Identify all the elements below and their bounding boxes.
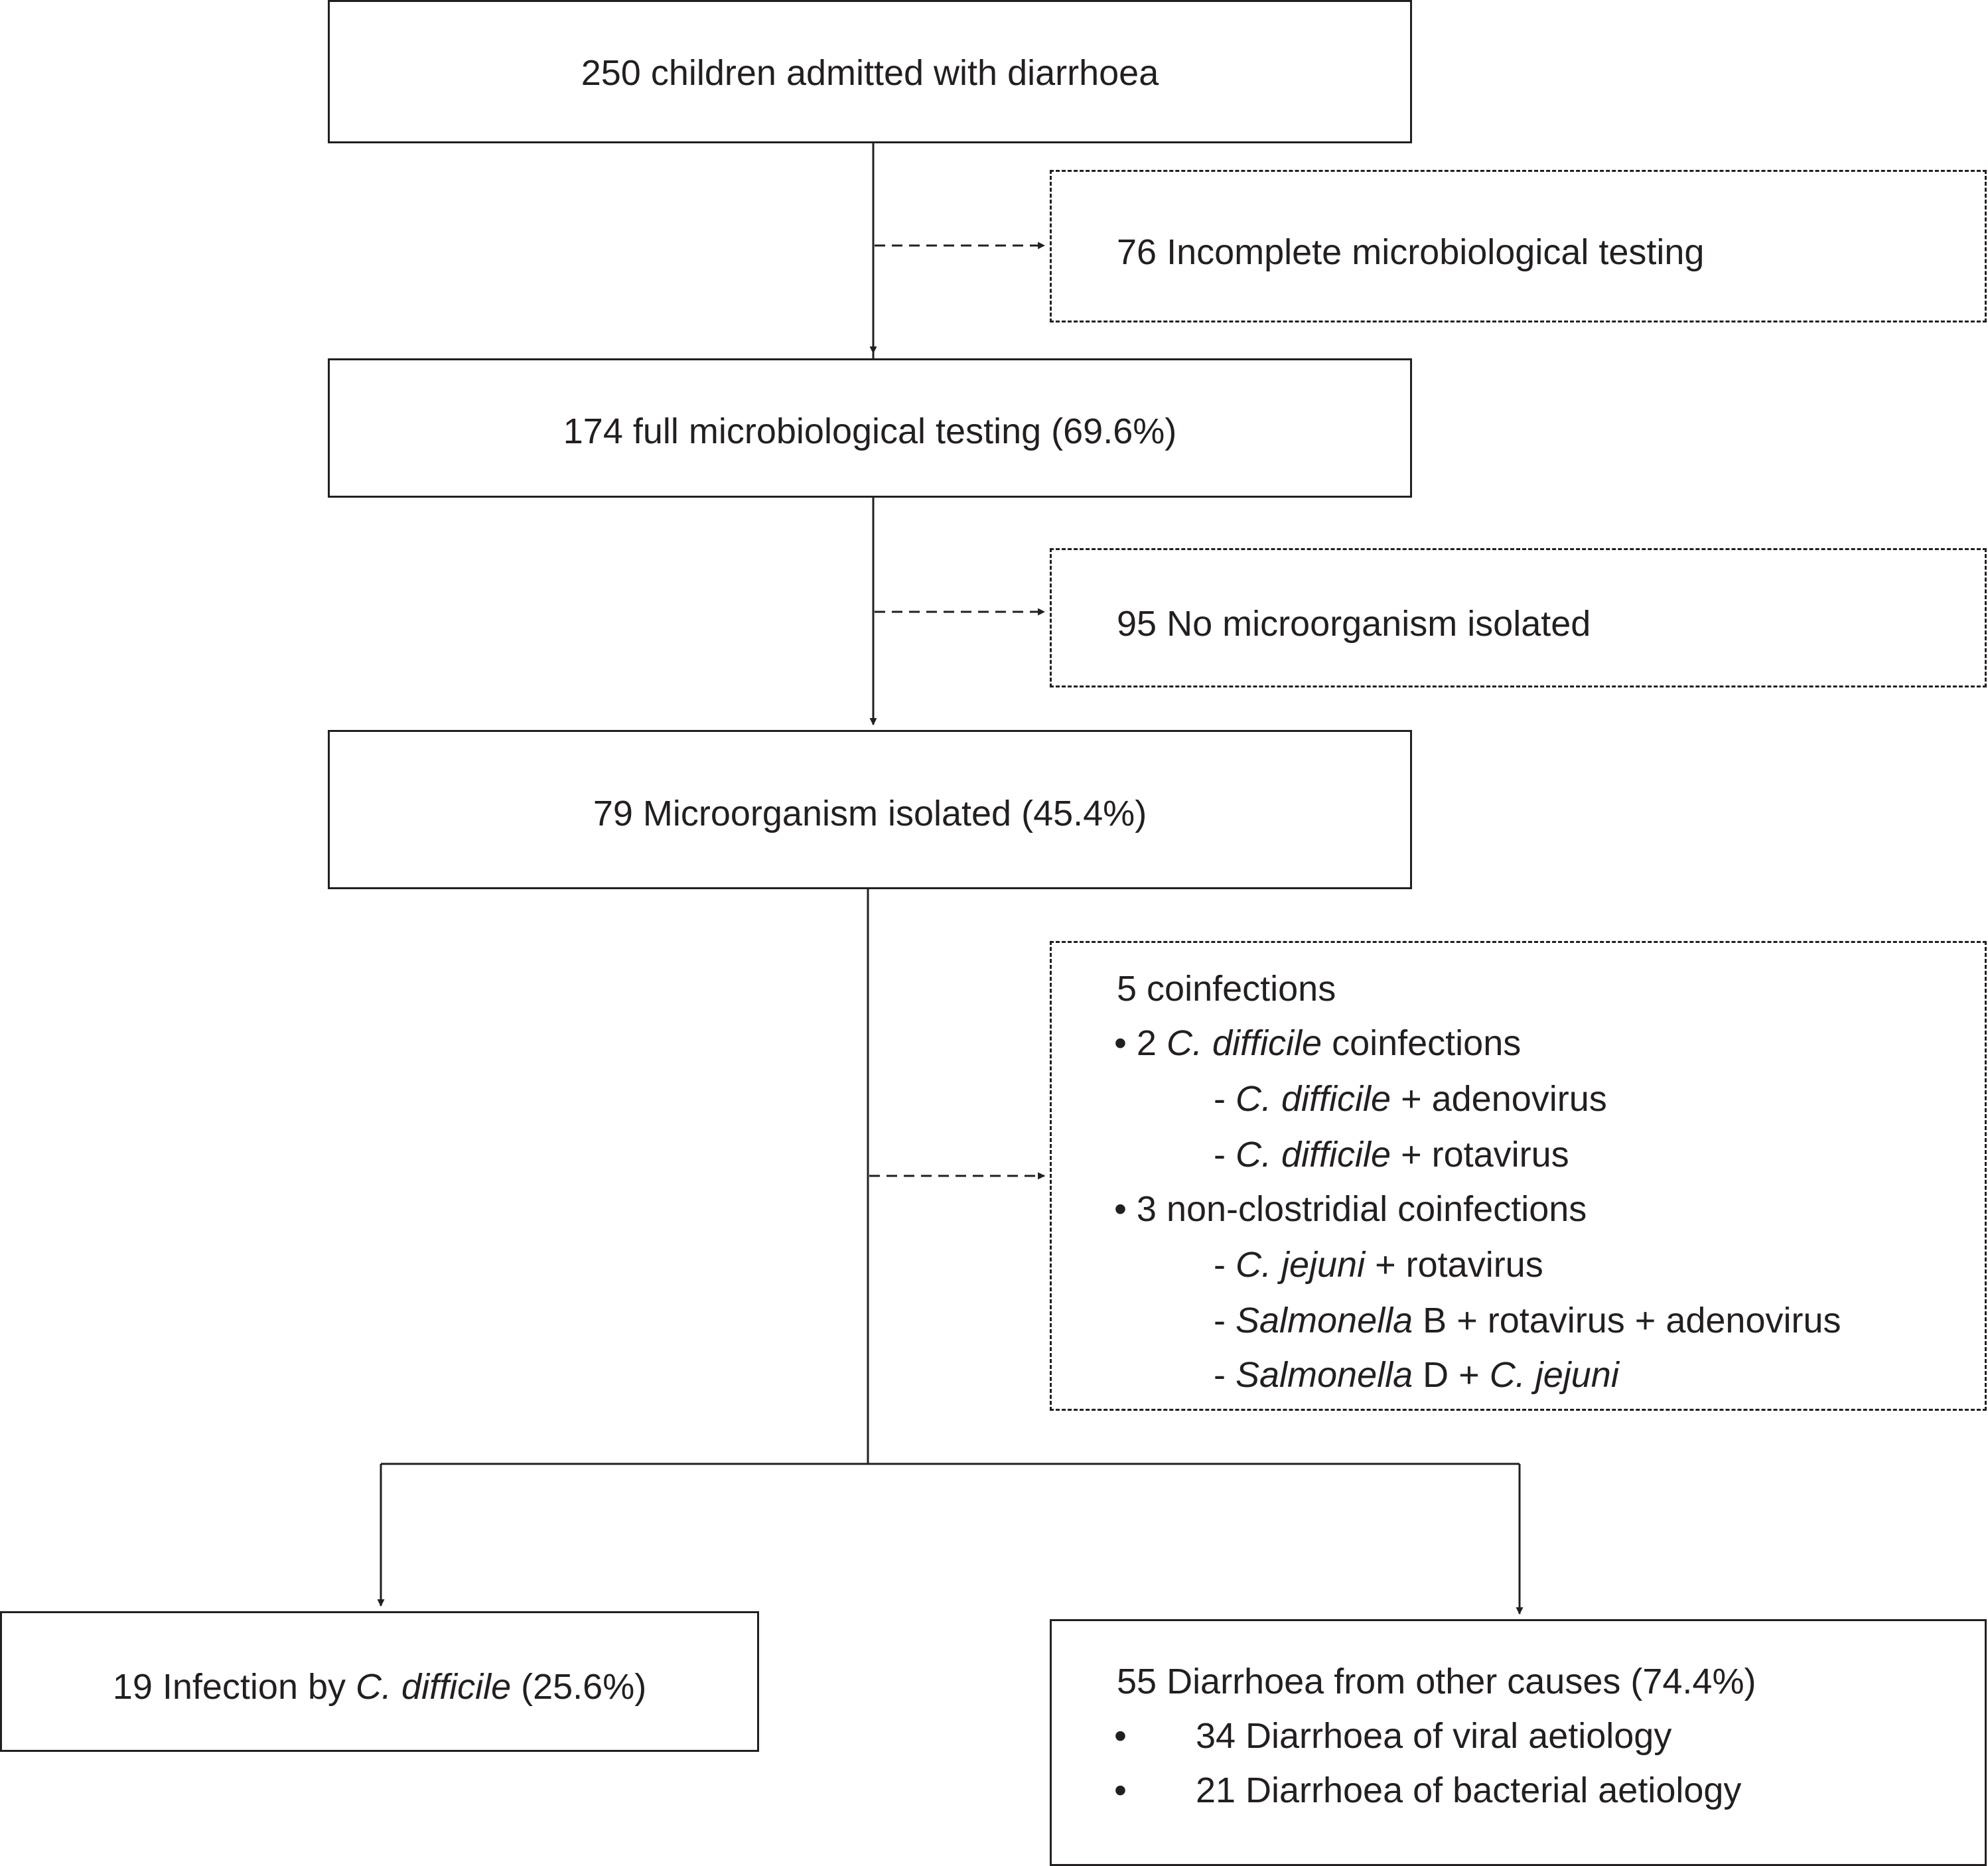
box-no-organism: 95 No microorganism isolated: [1050, 548, 1987, 687]
no-organism-text: 95 No microorganism isolated: [1117, 604, 1591, 644]
organism-name: Salmonella: [1236, 1301, 1413, 1340]
cd-count: 2: [1136, 1023, 1157, 1063]
dash: -: [1214, 1079, 1226, 1119]
incomplete-text: 76 Incomplete microbiological testing: [1117, 232, 1705, 272]
other-cause-label: 34 Diarrhoea of viral aetiology: [1195, 1716, 1672, 1756]
box-coinfections: 5 coinfections • 2 C. difficile coinfect…: [1050, 941, 1987, 1411]
cdiff-text: 19 Infection by C. difficile (25.6%): [2, 1669, 757, 1705]
organism-name: C. difficile: [356, 1667, 512, 1707]
box-admitted: 250 children admitted with diarrhoea: [328, 0, 1412, 143]
coinfection-rest: + rotavirus: [1401, 1135, 1569, 1175]
cd-suffix: coinfections: [1332, 1023, 1522, 1063]
coinfections-title: 5 coinfections: [1117, 969, 1336, 1009]
organism-name: C. difficile: [1236, 1135, 1391, 1175]
dash: -: [1214, 1355, 1226, 1395]
admitted-text: 250 children admitted with diarrhoea: [581, 53, 1159, 93]
organism-name: C. difficile: [1166, 1023, 1322, 1063]
organism-name-2: C. jejuni: [1489, 1355, 1619, 1395]
coinfection-item: - C. jejuni + rotavirus: [1214, 1247, 1543, 1283]
coinfection-rest: D +: [1423, 1355, 1480, 1395]
box-full-testing: 174 full microbiological testing (69.6%): [328, 358, 1412, 498]
coinfection-rest: + adenovirus: [1401, 1079, 1607, 1119]
bullet: •: [1114, 1023, 1127, 1063]
coinfection-item: - Salmonella D + C. jejuni: [1214, 1357, 1619, 1393]
coinfection-item: - Salmonella B + rotavirus + adenovirus: [1214, 1303, 1841, 1338]
other-cause-item: • 21 Diarrhoea of bacterial aetiology: [1114, 1772, 1741, 1808]
dash: -: [1214, 1245, 1226, 1285]
bullet: •: [1114, 1716, 1127, 1756]
non-cd-label: 3 non-clostridial coinfections: [1136, 1189, 1587, 1229]
bullet: •: [1114, 1770, 1127, 1810]
coinfections-non-cd-group: • 3 non-clostridial coinfections: [1114, 1191, 1587, 1227]
organism-name: C. jejuni: [1236, 1245, 1366, 1285]
box-incomplete-testing: 76 Incomplete microbiological testing: [1050, 170, 1987, 323]
coinfection-rest: B + rotavirus + adenovirus: [1423, 1301, 1841, 1340]
organism-name: Salmonella: [1236, 1355, 1413, 1395]
full-testing-text: 174 full microbiological testing (69.6%): [563, 411, 1177, 451]
box-other-causes: 55 Diarrhoea from other causes (74.4%) •…: [1050, 1619, 1987, 1866]
coinfection-item: - C. difficile + rotavirus: [1214, 1137, 1569, 1173]
box-cdiff-infection: 19 Infection by C. difficile (25.6%): [0, 1611, 759, 1752]
cdiff-prefix: 19 Infection by: [112, 1667, 346, 1707]
coinfections-cd-group: • 2 C. difficile coinfections: [1114, 1025, 1521, 1061]
bullet: •: [1114, 1189, 1127, 1229]
box-isolated: 79 Microorganism isolated (45.4%): [328, 730, 1412, 889]
other-cause-item: • 34 Diarrhoea of viral aetiology: [1114, 1718, 1671, 1754]
organism-name: C. difficile: [1236, 1079, 1391, 1119]
coinfection-item: - C. difficile + adenovirus: [1214, 1081, 1607, 1117]
coinfection-rest: + rotavirus: [1375, 1245, 1543, 1285]
dash: -: [1214, 1301, 1226, 1340]
other-cause-label: 21 Diarrhoea of bacterial aetiology: [1195, 1770, 1742, 1810]
other-causes-title: 55 Diarrhoea from other causes (74.4%): [1117, 1662, 1756, 1701]
cdiff-suffix: (25.6%): [521, 1667, 647, 1707]
isolated-text: 79 Microorganism isolated (45.4%): [593, 794, 1147, 833]
dash: -: [1214, 1135, 1226, 1175]
